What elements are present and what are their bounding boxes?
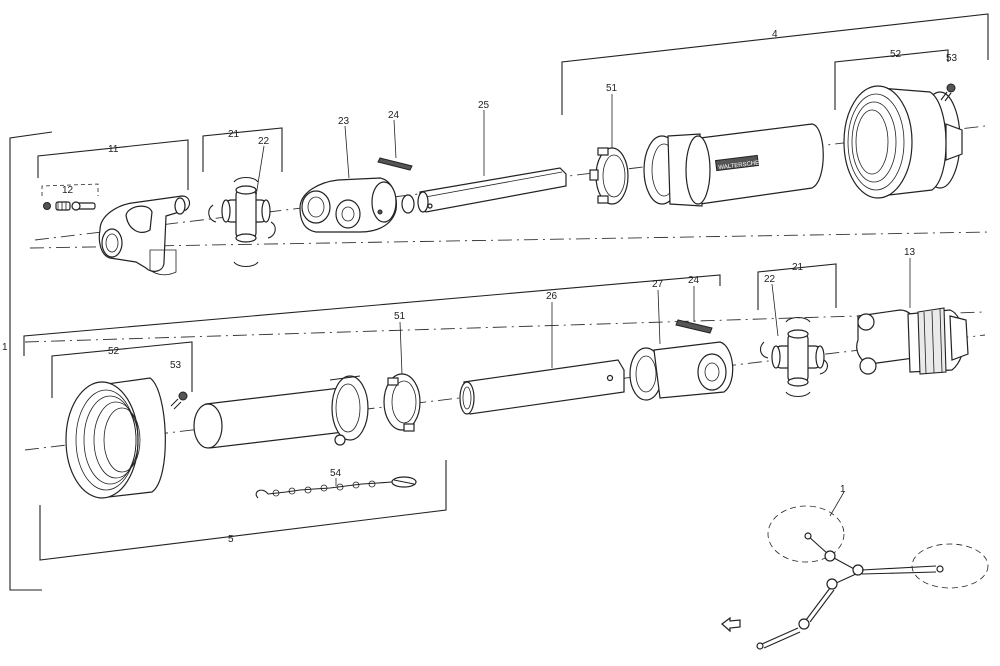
label-52-top: 52 bbox=[890, 49, 902, 60]
label-25: 25 bbox=[478, 100, 490, 111]
bracket-21-top bbox=[202, 127, 283, 172]
label-51-top: 51 bbox=[606, 83, 618, 94]
part-54-chain bbox=[255, 476, 417, 499]
label-4: 4 bbox=[772, 29, 778, 40]
direction-arrow-icon bbox=[721, 616, 741, 633]
part-52-guard-cone-top bbox=[843, 85, 963, 199]
label-12: 12 bbox=[62, 185, 74, 196]
label-21-bottom: 21 bbox=[792, 262, 804, 273]
part-51-bearing-ring-bottom bbox=[383, 373, 421, 432]
bracket-11 bbox=[37, 139, 189, 190]
part-52-guard-cone-bottom bbox=[65, 377, 166, 499]
part-26-outer-tube bbox=[459, 359, 625, 415]
part-24-pin-top bbox=[377, 157, 413, 171]
part-23-inner-yoke bbox=[299, 177, 415, 233]
axis-line-bottom-2 bbox=[24, 311, 986, 343]
bracket-21-bottom bbox=[757, 263, 837, 310]
part-guard-tube-bottom bbox=[193, 375, 369, 449]
part-27-outer-yoke bbox=[629, 341, 734, 401]
label-24-bottom: 24 bbox=[688, 275, 700, 286]
part-22-cross-bottom bbox=[759, 316, 829, 398]
bracket-1 bbox=[9, 131, 53, 591]
part-11-yoke bbox=[98, 195, 191, 276]
part-53-screw-top bbox=[940, 83, 956, 102]
label-22-top: 22 bbox=[258, 136, 270, 147]
label-53-bottom: 53 bbox=[170, 360, 182, 371]
label-22-bottom: 22 bbox=[764, 274, 776, 285]
bracket-52-top bbox=[834, 49, 949, 110]
bracket-12 bbox=[41, 183, 99, 196]
label-24-top: 24 bbox=[388, 110, 400, 121]
bracket-4 bbox=[561, 13, 989, 115]
bracket-5 bbox=[39, 460, 447, 561]
part-53-screw-bottom bbox=[170, 391, 188, 410]
label-26: 26 bbox=[546, 291, 558, 302]
label-51-bottom: 51 bbox=[394, 311, 406, 322]
label-52-bottom: 52 bbox=[108, 346, 120, 357]
label-5: 5 bbox=[228, 534, 234, 545]
label-11: 11 bbox=[108, 144, 119, 155]
part-13-implement-yoke bbox=[856, 307, 969, 375]
axis-line-bottom bbox=[24, 334, 986, 451]
overview-label-1: 1 bbox=[840, 484, 846, 495]
leader-lines bbox=[255, 94, 911, 486]
part-12-bolt-set bbox=[43, 201, 96, 211]
part-24-pin-bottom bbox=[675, 319, 713, 334]
part-guard-tube-top: WALTERSCHEID bbox=[643, 123, 824, 207]
part-51-bearing-ring-top bbox=[589, 147, 629, 205]
stamp-text: WALTERSCHEID bbox=[718, 160, 766, 172]
label-21-top: 21 bbox=[228, 129, 240, 140]
part-labels: 4 52 53 51 25 24 23 21 22 11 12 1 13 21 … bbox=[2, 29, 958, 545]
part-25-inner-tube bbox=[417, 167, 567, 213]
label-1: 1 bbox=[2, 342, 8, 353]
label-23: 23 bbox=[338, 116, 350, 127]
bracket-lower-assembly bbox=[23, 274, 721, 356]
label-54: 54 bbox=[330, 468, 342, 479]
axis-line-top-2 bbox=[29, 231, 991, 249]
overview-inset bbox=[721, 491, 989, 650]
part-22-cross-top bbox=[208, 176, 276, 268]
label-27: 27 bbox=[652, 279, 664, 290]
bracket-52-bottom bbox=[51, 341, 193, 398]
label-13: 13 bbox=[904, 247, 916, 258]
label-53-top: 53 bbox=[946, 53, 958, 64]
